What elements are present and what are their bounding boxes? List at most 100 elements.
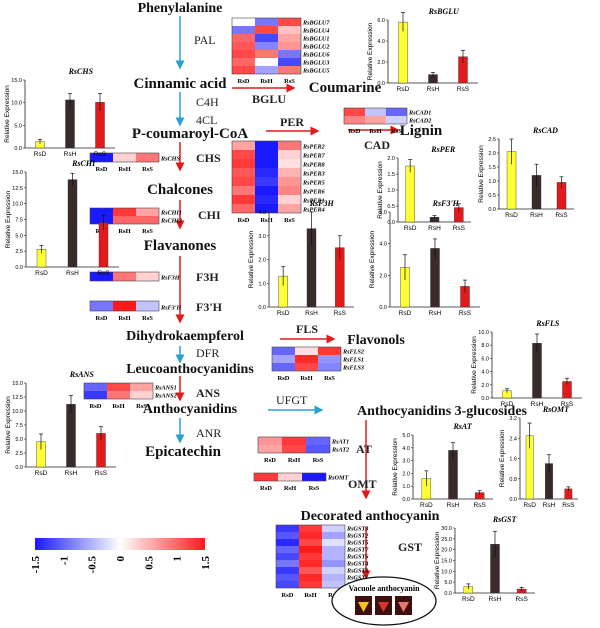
heatmap-cell <box>386 116 407 124</box>
heatmap-cell <box>113 208 136 216</box>
heatmap-cell <box>278 159 301 168</box>
heatmap-column-label: RsS <box>324 375 335 382</box>
heatmap-column-label: RsH <box>369 128 381 135</box>
y-tick-label: 1.0 <box>387 188 395 194</box>
y-tick-label: 7.5 <box>15 423 23 429</box>
vacuole: Vacuole anthocyanin <box>331 576 437 626</box>
heatmap-gene-label: RsCAD2 <box>408 118 431 125</box>
heatmap-cell <box>232 168 255 177</box>
enzyme-4cl: 4CL <box>196 113 217 127</box>
heatmap-border <box>83 382 154 400</box>
heatmap-column-label: RsS <box>309 485 320 492</box>
heatmap-cell <box>255 18 278 26</box>
heatmap-gene-label: RsGST8 <box>346 568 368 575</box>
compound-lignin: Lignin <box>400 123 443 139</box>
compound-labels: Phenylalanine Cinnamic acid P-coumaroyl-… <box>126 1 527 524</box>
compound-anthocyanidins-3-glucosides: Anthocyanidins 3-glucosides <box>357 404 528 419</box>
heatmap-column-label: RsD <box>90 403 102 410</box>
y-tick-label: 0.0 <box>481 396 489 402</box>
enzyme-per: PER <box>280 115 304 129</box>
enzyme-labels: PAL C4H 4CL CHS CHI F3H F3'H DFR ANS ANR… <box>194 33 422 554</box>
heatmap-cell <box>255 66 278 74</box>
x-tick-label: RsS <box>95 470 108 477</box>
heatmap-cell <box>306 445 330 453</box>
y-tick-label: 2.0 <box>377 60 385 66</box>
heatmap-cell <box>299 539 322 546</box>
heatmap-cell <box>322 546 345 553</box>
heatmap-cell <box>276 553 299 560</box>
heatmap-gene-label: RsPER4 <box>302 207 325 214</box>
y-tick-label: 1.5 <box>387 172 395 178</box>
y-tick-label: 0.0 <box>402 497 410 503</box>
heatmap-cell <box>278 177 301 186</box>
heatmap-cell <box>306 437 330 445</box>
enzyme-cad: CAD <box>364 138 390 152</box>
x-tick-label: RsS <box>453 225 466 232</box>
heatmap-column-label: RsD <box>96 166 108 173</box>
x-tick-label: RsH <box>428 225 441 232</box>
enzyme-f3h: F3H <box>196 270 219 284</box>
heatmap-cell <box>255 50 278 58</box>
y-tick-label: 8.0 <box>481 343 489 349</box>
compound-leucoanthocyanidins: Leucoanthocyanidins <box>126 362 254 377</box>
y-tick-label: 10.0 <box>441 569 452 575</box>
heatmap-cell <box>113 301 136 311</box>
x-tick-label: RsH <box>305 310 318 317</box>
color-legend-tick: 0 <box>115 556 127 562</box>
heatmap-cell <box>258 437 282 445</box>
heatmap-cell <box>272 363 295 371</box>
heatmap-gene-label: RsBGLU7 <box>302 20 330 27</box>
heatmap-cell <box>318 355 341 363</box>
y-tick-label: 1.0 <box>488 179 496 185</box>
y-tick-label: 5.0 <box>444 580 452 586</box>
enzyme-bglu: BGLU <box>252 92 286 106</box>
heatmap-cell <box>232 42 255 50</box>
y-axis-label: Relative Expression <box>392 438 399 496</box>
y-tick-label: 5.0 <box>15 233 23 239</box>
compound-flavanones: Flavanones <box>144 238 217 254</box>
bar-chart-title: RsOMT <box>542 405 570 414</box>
heatmap-column-label: RsD <box>282 592 294 599</box>
bar-chart-title: RsBGLU <box>428 7 460 16</box>
heatmap-cell <box>255 204 278 213</box>
heatmap-cell <box>322 553 345 560</box>
color-legend-tick: 1.5 <box>200 556 212 570</box>
heatmap-cell <box>272 355 295 363</box>
flower-pictograms <box>355 596 412 615</box>
flower-icon-pink <box>398 602 409 612</box>
heatmap-column-label: RsD <box>349 128 361 135</box>
heatmap-gene-label: RsBGLU6 <box>302 52 330 59</box>
x-tick-label: RsS <box>94 151 107 158</box>
y-tick-label: 6.0 <box>481 356 489 362</box>
heatmap-cell <box>232 204 255 213</box>
heatmap-cell <box>232 66 255 74</box>
y-tick-label: 0.5 <box>488 193 496 199</box>
heatmap-cell <box>255 26 278 34</box>
heatmap-cell <box>278 150 301 159</box>
y-tick-label: 2.5 <box>488 137 496 143</box>
y-axis-label: Relative Expression <box>367 22 374 80</box>
heatmap-column-label: RsH <box>284 485 296 492</box>
heatmap-cell <box>278 195 301 204</box>
y-axis-label: Relative Expression <box>377 161 384 219</box>
heatmap-cell <box>299 560 322 567</box>
heatmap-cell <box>299 525 322 532</box>
y-tick-label: 0.0 <box>379 305 387 311</box>
heatmap-column-label: RsS <box>142 166 153 173</box>
heatmap-cell <box>84 391 107 399</box>
enzyme-at: AT <box>356 442 372 456</box>
x-tick-label: RsD <box>505 212 518 219</box>
heatmap-cell <box>322 560 345 567</box>
enzyme-dfr: DFR <box>196 346 219 360</box>
heatmap-cell <box>365 116 386 124</box>
heatmap-column-label: RsH <box>118 166 130 173</box>
compound-phenylalanine: Phenylalanine <box>138 1 223 16</box>
x-tick-label: RsH <box>65 470 78 477</box>
heatmap-cell <box>255 177 278 186</box>
y-tick-label: 25.0 <box>441 537 452 543</box>
